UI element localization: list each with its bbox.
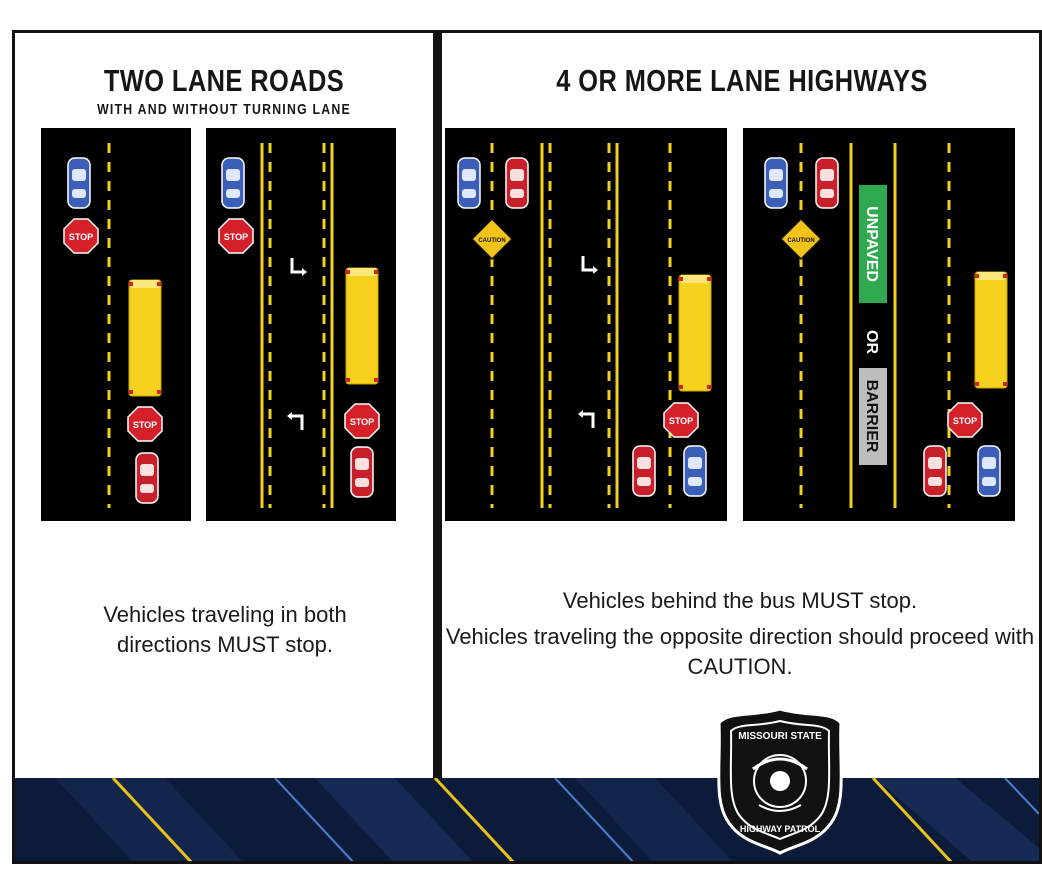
- stop-sign: STOP: [127, 406, 163, 442]
- blue-car: [67, 157, 91, 209]
- svg-text:STOP: STOP: [669, 416, 693, 426]
- school-bus: [678, 274, 712, 392]
- school-bus: [345, 267, 379, 385]
- stop-sign: STOP: [344, 403, 380, 439]
- turning-lane-road-diagram: STOP STOP: [206, 128, 396, 521]
- svg-text:UNPAVED: UNPAVED: [863, 206, 880, 282]
- stop-sign: STOP: [218, 218, 254, 254]
- right-panel-title: 4 OR MORE LANE HIGHWAYS: [556, 63, 928, 98]
- right-caption-line-2: Vehicles traveling the opposite directio…: [445, 624, 1035, 679]
- missouri-highway-patrol-seal: MISSOURI STATE HIGHWAY PATROL: [717, 707, 843, 855]
- caution-sign: CAUTION: [471, 218, 513, 260]
- two-lane-road-diagram: STOP STOP: [41, 128, 191, 521]
- blue-car: [683, 445, 707, 497]
- four-lane-turning-road-diagram: CAUTION STOP: [445, 128, 727, 521]
- four-lane-median-road-diagram: CAUTION UNPAVED OR BARRIER STOP: [743, 128, 1015, 521]
- red-car: [350, 446, 374, 498]
- red-car: [923, 445, 947, 497]
- right-panel-caption: Vehicles behind the bus MUST stop. Vehic…: [435, 586, 1039, 682]
- footer-stripe-band: [15, 778, 1039, 861]
- left-panel-subtitle: WITH AND WITHOUT TURNING LANE: [97, 101, 351, 118]
- school-bus: [974, 271, 1008, 389]
- left-panel-caption: Vehicles traveling in both directions MU…: [103, 602, 347, 657]
- svg-text:CAUTION: CAUTION: [787, 238, 814, 244]
- red-car: [505, 157, 529, 209]
- stop-sign: STOP: [663, 402, 699, 438]
- seal-bottom-text: HIGHWAY PATROL: [740, 824, 821, 834]
- svg-text:STOP: STOP: [350, 417, 374, 427]
- svg-text:CAUTION: CAUTION: [478, 238, 505, 244]
- unpaved-sign: UNPAVED: [859, 185, 887, 303]
- stop-sign: STOP: [63, 218, 99, 254]
- red-car: [815, 157, 839, 209]
- right-caption-line-1: Vehicles behind the bus MUST stop.: [562, 588, 918, 613]
- blue-car: [457, 157, 481, 209]
- or-label: OR: [863, 330, 880, 354]
- left-panel-title: TWO LANE ROADS: [103, 63, 345, 98]
- infographic-frame: TWO LANE ROADS WITH AND WITHOUT TURNING …: [12, 30, 1042, 864]
- stop-sign: STOP: [947, 402, 983, 438]
- svg-text:STOP: STOP: [133, 420, 157, 430]
- barrier-sign: BARRIER: [859, 368, 887, 465]
- svg-text:STOP: STOP: [69, 232, 93, 242]
- caution-sign: CAUTION: [780, 218, 822, 260]
- panel-divider: [433, 33, 442, 778]
- svg-text:STOP: STOP: [953, 416, 977, 426]
- red-car: [135, 452, 159, 504]
- red-car: [632, 445, 656, 497]
- blue-car: [977, 445, 1001, 497]
- svg-text:STOP: STOP: [224, 232, 248, 242]
- blue-car: [221, 157, 245, 209]
- svg-text:BARRIER: BARRIER: [863, 380, 880, 453]
- seal-top-text: MISSOURI STATE: [738, 731, 822, 742]
- school-bus: [128, 279, 162, 397]
- blue-car: [764, 157, 788, 209]
